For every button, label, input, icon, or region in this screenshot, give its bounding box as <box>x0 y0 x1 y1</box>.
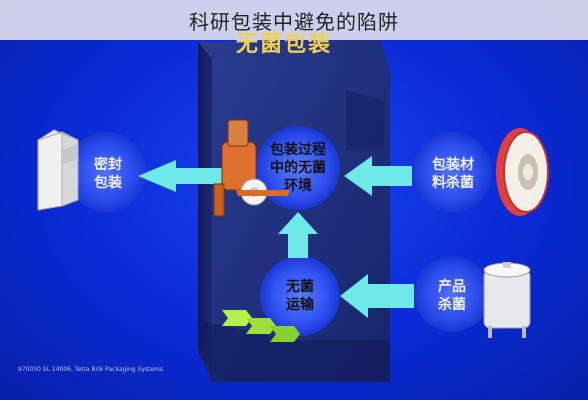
center-label: 包装过程 中的无菌 环境 <box>262 141 334 195</box>
material-label-line: 包装材 <box>432 157 474 173</box>
left-circle <box>66 132 146 212</box>
product-tank-icon <box>483 262 531 338</box>
material-label: 包装材 料杀菌 <box>428 156 478 192</box>
flow-arrows <box>222 310 300 342</box>
sealing-label: 密封 包装 <box>88 156 128 192</box>
material-roll-icon <box>496 128 549 216</box>
transport-label-line: 运输 <box>286 297 314 313</box>
diagram-title: 无菌包装 <box>236 32 333 57</box>
arrow-from-product <box>340 274 414 318</box>
arrow-from-material <box>344 156 412 196</box>
caption-bar <box>0 0 588 40</box>
sealing-label-line: 包装 <box>94 175 122 191</box>
product-label: 产品 杀菌 <box>432 278 472 314</box>
right-bottom-circle <box>414 256 490 332</box>
transport-circle <box>260 256 340 336</box>
center-circle <box>256 126 340 210</box>
center-label-line: 环境 <box>284 178 312 194</box>
sealing-machine-icon <box>213 119 290 217</box>
sealing-label-line: 密封 <box>94 157 122 173</box>
product-label-line: 杀菌 <box>438 297 466 313</box>
product-label-line: 产品 <box>438 279 466 295</box>
carton-package-icon <box>37 129 79 211</box>
arrow-up-to-center <box>278 212 318 258</box>
transport-label-line: 无菌 <box>286 279 314 295</box>
center-label-line: 中的无菌 <box>270 160 326 176</box>
footer-credit: 970030 SL 14006. Tetra Brik Packaging Sy… <box>18 366 164 373</box>
transport-label: 无菌 运输 <box>276 278 324 314</box>
page-caption: 科研包装中避免的陷阱 <box>189 10 399 34</box>
right-top-circle <box>412 132 492 212</box>
center-label-line: 包装过程 <box>270 142 326 158</box>
material-label-line: 料杀菌 <box>432 175 474 191</box>
